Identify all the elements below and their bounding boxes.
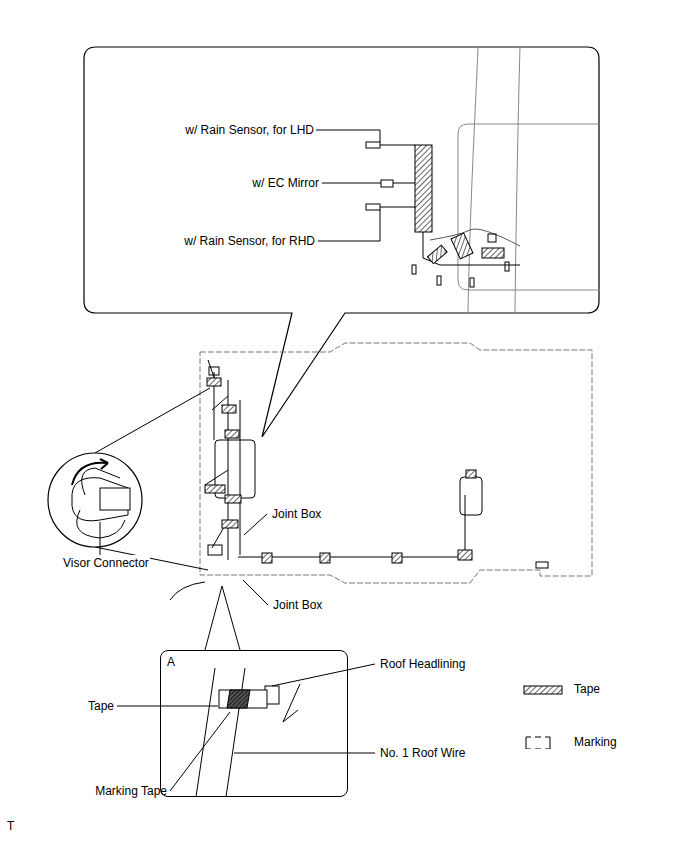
part-name: No. 1 Roof Wire bbox=[379, 745, 466, 761]
marking-swatch bbox=[523, 735, 563, 749]
part-name: Marking Tape bbox=[94, 783, 168, 799]
legend-text: Marking bbox=[574, 735, 617, 749]
option-label: w/ EC Mirror bbox=[251, 175, 320, 191]
inset-letter: A bbox=[167, 655, 175, 669]
figure-code: T bbox=[6, 818, 15, 834]
option-label: w/ Rain Sensor, for LHD bbox=[184, 122, 315, 138]
detail-inset: A bbox=[160, 650, 348, 797]
part-name: Tape bbox=[87, 698, 115, 714]
part-name: Joint Box bbox=[272, 597, 323, 613]
legend-entry: Tape bbox=[523, 682, 600, 696]
legend-text: Tape bbox=[574, 682, 600, 696]
option-label: w/ Rain Sensor, for RHD bbox=[183, 233, 316, 249]
part-name: Joint Box bbox=[271, 506, 322, 522]
tape-swatch bbox=[523, 682, 563, 696]
part-name: Visor Connector bbox=[62, 555, 150, 571]
legend-entry: Marking bbox=[523, 735, 617, 749]
part-name: Roof Headlining bbox=[379, 656, 466, 672]
